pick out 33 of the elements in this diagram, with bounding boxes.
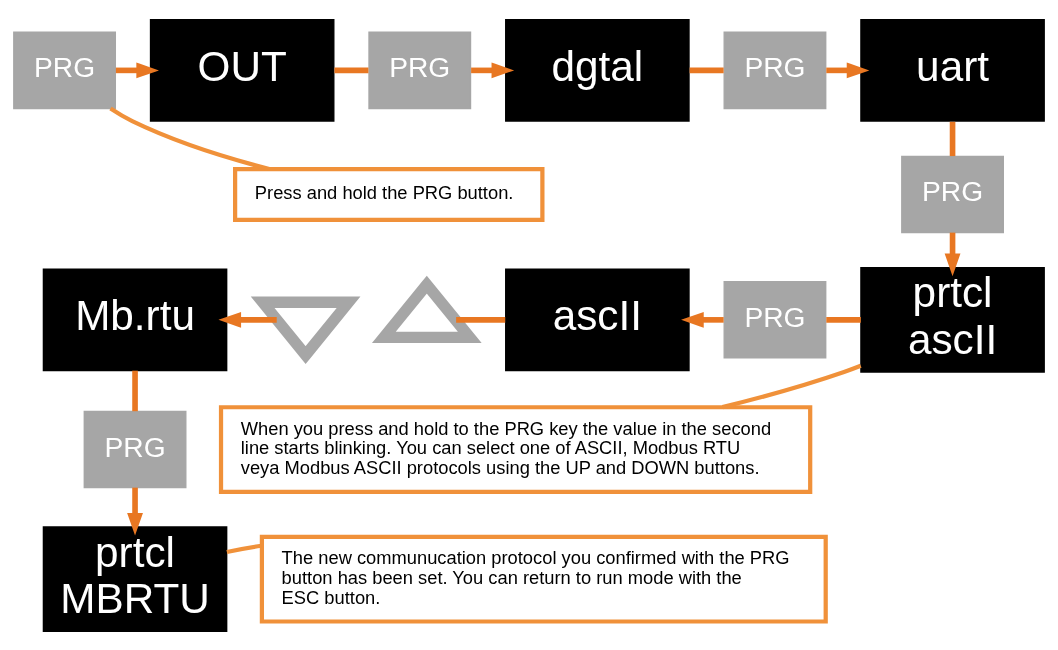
arrow (127, 487, 143, 536)
node-box: PRG (368, 31, 472, 109)
node-box: PRG (13, 31, 116, 109)
connector (456, 316, 506, 323)
node-box: prtcl ascII (860, 266, 1045, 373)
connector (689, 67, 724, 73)
arrow (681, 311, 724, 328)
connector (334, 67, 369, 73)
arrow (471, 61, 515, 78)
connector (226, 543, 262, 554)
node-box: ascII (505, 267, 690, 371)
node-box: When you press and hold to the PRG key the value in the second line starts blinking. You can select one of ASCII, Modbus RTU veya Modbus ASCII protocols using the UP and DOWN buttons. (218, 404, 813, 494)
node-box: PRG (723, 31, 827, 109)
node-box: Press and hold the PRG button. (233, 166, 545, 222)
arrow (826, 61, 870, 78)
connector (721, 363, 862, 409)
node-box: PRG (83, 410, 187, 488)
node-box: dgtal (505, 18, 690, 122)
node-box: The new communucation protocol you confirmed with the PRG button has been set. You can return to run mode with the ESC button. (259, 534, 828, 624)
node-box (371, 275, 482, 343)
node-box: uart (860, 18, 1045, 122)
arrow (218, 311, 277, 328)
connector (132, 370, 138, 411)
connector (949, 121, 956, 156)
node-box: OUT (149, 18, 335, 122)
node-box: PRG (901, 155, 1004, 233)
arrow (944, 232, 961, 276)
node-box: prtcl MBRTU (42, 525, 228, 632)
arrow (115, 61, 159, 78)
node-box (250, 296, 361, 364)
node-box: PRG (723, 280, 827, 359)
node-box: Mb.rtu (42, 267, 228, 371)
connector (826, 316, 861, 323)
